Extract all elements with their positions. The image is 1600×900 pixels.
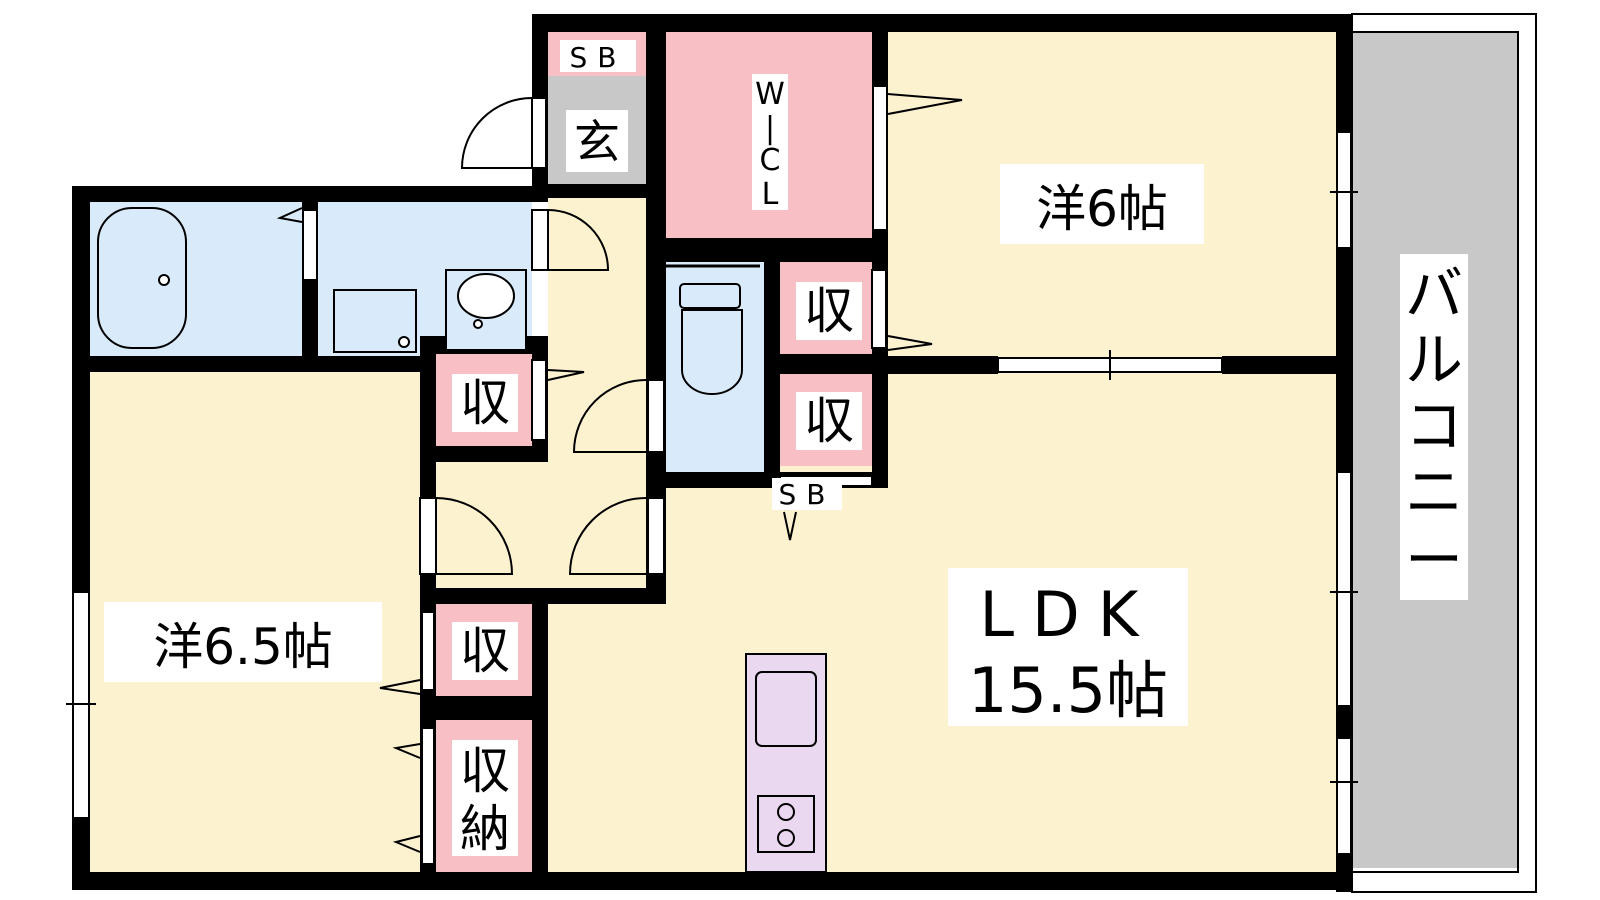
- label-storage-mid-left: 収: [460, 374, 510, 432]
- entrance-door: [460, 97, 533, 169]
- label-storage-nou-1: 収: [460, 742, 510, 800]
- bathtub: [97, 207, 187, 349]
- window-right-upper: [1336, 131, 1352, 249]
- kitchen-counter: [745, 653, 827, 873]
- wall-top: [532, 14, 1352, 32]
- wall-bath-bottom: [90, 356, 436, 372]
- label-balcony-5: ー: [1405, 526, 1463, 594]
- window-right-lower: [1336, 737, 1352, 855]
- bath-door-mark: [276, 207, 303, 223]
- label-storage-lower-left: 収: [460, 622, 510, 680]
- walls: [72, 14, 1352, 892]
- wall-entrance-bottom: [548, 184, 648, 198]
- label-wcl-1: W: [755, 77, 785, 112]
- label-balcony-2: ル: [1405, 326, 1463, 394]
- label-balcony-1: バ: [1405, 260, 1463, 328]
- label-wcl-3: C: [760, 143, 781, 178]
- kitchen-sink: [755, 671, 817, 747]
- wall-wcl-right: [872, 14, 888, 478]
- fixtures: [97, 207, 743, 395]
- toilet-tank: [679, 283, 741, 309]
- wall-toilet-right: [764, 262, 780, 478]
- wall-hall-mid: [420, 446, 548, 462]
- label-ldk: LDK: [980, 578, 1157, 651]
- hall-door-lower: [568, 497, 647, 575]
- kitchen-stove: [757, 795, 815, 853]
- wall-storage-mid-sep: [780, 354, 888, 374]
- label-wcl-4: L: [762, 177, 779, 212]
- toilet-bowl: [681, 309, 743, 395]
- label-entrance: 玄: [574, 115, 620, 169]
- wall-hall-right: [646, 14, 666, 604]
- label-ldk-size: 15.5帖: [968, 654, 1168, 727]
- hall-door-upper: [572, 379, 647, 453]
- wall-bottom: [72, 872, 1352, 890]
- label-shoe-box-top: SB: [570, 41, 627, 74]
- label-balcony-4: ニ: [1405, 458, 1463, 526]
- bedroom-door: [435, 497, 514, 575]
- label-storage-nou-2: 納: [460, 800, 510, 858]
- wall-wcl-bottom: [646, 238, 888, 262]
- window-wcl-right: [872, 85, 888, 231]
- windows: [66, 85, 1358, 855]
- washroom-door: [547, 209, 610, 271]
- window-right-mid: [1336, 471, 1352, 707]
- sb-door-mark: [783, 511, 797, 541]
- label-western-6: 洋6帖: [1036, 180, 1168, 238]
- label-western-65: 洋6.5帖: [153, 618, 333, 676]
- wall-storage-right-lower: [532, 604, 548, 874]
- wall-storage-divider: [420, 696, 548, 720]
- wall-bedroom-bottom-b: [1222, 356, 1336, 374]
- label-shoe-box-mid: SB: [779, 478, 836, 511]
- label-storage-upper-right: 収: [804, 282, 854, 340]
- wall-bedroom-bottom-a: [888, 356, 998, 374]
- hallway-lower-floor: [430, 462, 646, 588]
- label-wcl-2: |: [765, 111, 775, 146]
- wall-upper-left: [72, 186, 548, 202]
- labels: 洋6帖 洋6.5帖 LDK 15.5帖 W | C L 玄 SB SB 収 収 …: [104, 40, 1468, 858]
- label-storage-mid-right: 収: [804, 392, 854, 450]
- doors: [276, 93, 963, 865]
- wall-hall-bottom: [420, 588, 666, 604]
- label-balcony-3: コ: [1405, 392, 1463, 460]
